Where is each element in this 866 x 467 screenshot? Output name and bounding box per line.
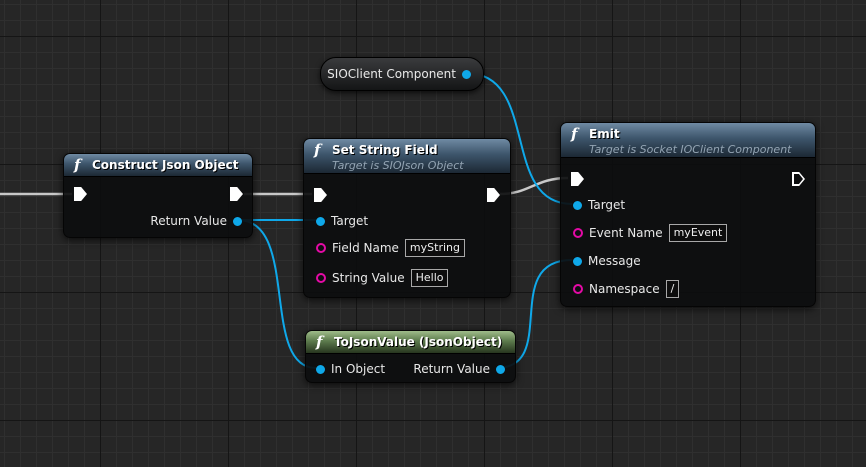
pin-label: SIOClient Component — [327, 67, 456, 81]
field-name-input[interactable]: myString — [404, 239, 465, 257]
sioclient-component-node[interactable]: SIOClient Component — [320, 57, 484, 91]
target-pin[interactable] — [573, 200, 582, 210]
node-header: f Emit Target is Socket IOClient Compone… — [561, 123, 815, 158]
event-name-input[interactable]: myEvent — [668, 224, 728, 242]
pin-label: Target — [331, 214, 369, 228]
target-pin-row[interactable]: Target — [573, 198, 625, 212]
function-icon: f — [571, 125, 578, 143]
pin-label: Return Value — [150, 214, 227, 228]
tojsonvalue-node[interactable]: f ToJsonValue (JsonObject) In Object Ret… — [305, 330, 516, 383]
node-subtitle: Target is SIOJson Object — [332, 159, 464, 172]
return-value-pin-row[interactable]: Return Value — [413, 362, 505, 376]
target-pin-row[interactable]: Target — [316, 214, 368, 228]
pin-label: Field Name — [332, 241, 399, 255]
emit-node[interactable]: f Emit Target is Socket IOClient Compone… — [560, 122, 816, 307]
namespace-input[interactable]: / — [665, 280, 680, 298]
sioclient-pin-row[interactable]: SIOClient Component — [327, 67, 471, 81]
namespace-pin-row[interactable]: Namespace / — [573, 280, 680, 298]
node-subtitle: Target is Socket IOClient Component — [589, 143, 792, 156]
function-icon: f — [74, 156, 81, 174]
pin-label: String Value — [332, 271, 405, 285]
pin-label: Target — [588, 198, 626, 212]
pin-label: Event Name — [589, 226, 663, 240]
message-pin-row[interactable]: Message — [573, 254, 641, 268]
exec-out-pin[interactable] — [487, 188, 500, 202]
field-name-pin-row[interactable]: Field Name myString — [316, 239, 465, 257]
namespace-pin[interactable] — [573, 284, 583, 294]
return-value-pin[interactable] — [496, 364, 505, 374]
wire-return-to-inobject — [237, 219, 317, 369]
exec-out-pin[interactable] — [792, 172, 805, 186]
pin-label: In Object — [331, 362, 386, 376]
wire-sioclient-to-target — [465, 72, 573, 205]
exec-in-pin[interactable] — [571, 172, 584, 186]
node-title: Emit — [589, 127, 620, 141]
pin-label: Return Value — [413, 362, 490, 376]
event-name-pin[interactable] — [573, 228, 583, 238]
node-title: Set String Field — [332, 143, 438, 157]
event-name-pin-row[interactable]: Event Name myEvent — [573, 224, 728, 242]
node-header: f Construct Json Object — [64, 154, 252, 177]
set-string-field-node[interactable]: f Set String Field Target is SIOJson Obj… — [303, 138, 511, 298]
field-name-pin[interactable] — [316, 243, 326, 253]
in-object-pin-row[interactable]: In Object — [316, 362, 385, 376]
return-value-pin[interactable] — [233, 216, 242, 226]
pin-label: Message — [588, 254, 641, 268]
return-value-pin-row[interactable]: Return Value — [150, 214, 242, 228]
construct-json-object-node[interactable]: f Construct Json Object Return Value — [63, 153, 253, 238]
string-value-pin[interactable] — [316, 273, 326, 283]
in-object-pin[interactable] — [316, 364, 325, 374]
node-header: f Set String Field Target is SIOJson Obj… — [304, 139, 510, 174]
exec-in-pin[interactable] — [74, 187, 87, 201]
function-icon: f — [314, 141, 321, 159]
pin-label: Namespace — [589, 282, 660, 296]
node-title: Construct Json Object — [92, 158, 239, 172]
message-pin[interactable] — [573, 256, 582, 266]
node-header: f ToJsonValue (JsonObject) — [306, 331, 515, 354]
exec-in-pin[interactable] — [314, 188, 327, 202]
sioclient-output-pin[interactable] — [462, 69, 471, 79]
string-value-input[interactable]: Hello — [410, 269, 449, 287]
node-title: ToJsonValue (JsonObject) — [334, 335, 503, 349]
string-value-pin-row[interactable]: String Value Hello — [316, 269, 449, 287]
exec-out-pin[interactable] — [230, 187, 243, 201]
function-icon: f — [316, 333, 323, 351]
target-pin[interactable] — [316, 216, 325, 226]
